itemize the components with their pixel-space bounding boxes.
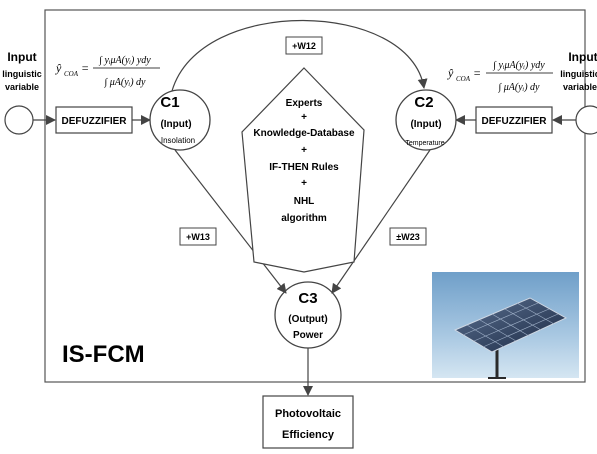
center-experts: Experts: [286, 98, 323, 109]
c2-role: (Input): [410, 119, 441, 130]
knowledge-hexagon: [241, 67, 365, 273]
right-coa-formula: ŷ COA = ∫ yᵢμA(yᵢ) ydy ∫ μA(yᵢ) dy: [447, 60, 553, 93]
c2-name: C2: [414, 94, 433, 111]
c1-name: C1: [160, 94, 179, 111]
output-line1: Photovoltaic: [275, 408, 341, 420]
main-frame: [44, 9, 586, 383]
output-line2: Efficiency: [282, 429, 335, 441]
solar-panel-photo: [432, 272, 579, 379]
edge-c1-c2: [171, 19, 428, 92]
svg-text:∫ μA(yᵢ) dy: ∫ μA(yᵢ) dy: [104, 77, 147, 88]
left-coa-formula: ŷ COA = ∫ yᵢμA(yᵢ) ydy ∫ μA(yᵢ) dy: [55, 55, 160, 88]
right-input-title: Input: [568, 50, 597, 64]
svg-text:COA: COA: [456, 75, 471, 83]
weight-box-w23: [389, 227, 427, 246]
center-plus-1: +: [301, 112, 307, 123]
svg-text:∫ yᵢμA(yᵢ) ydy: ∫ yᵢμA(yᵢ) ydy: [98, 55, 151, 66]
svg-text:∫ μA(yᵢ) dy: ∫ μA(yᵢ) dy: [498, 82, 541, 93]
left-input-line1: linguistic: [2, 69, 42, 79]
right-input-circle: [575, 105, 597, 135]
left-defuzzifier-box: [55, 106, 133, 134]
center-plus-2: +: [301, 145, 307, 156]
svg-text:ŷ: ŷ: [55, 61, 62, 75]
center-algorithm: algorithm: [281, 213, 327, 224]
center-knowledge-database: Knowledge-Database: [253, 128, 355, 139]
weight-box-w13: [179, 227, 217, 246]
svg-text:ŷ: ŷ: [447, 66, 454, 80]
svg-text:∫ yᵢμA(yᵢ) ydy: ∫ yᵢμA(yᵢ) ydy: [492, 60, 545, 71]
svg-text:=: =: [81, 61, 89, 75]
node-c1: [149, 89, 211, 151]
left-input-title: Input: [7, 50, 36, 64]
right-input-line1: linguistic: [560, 69, 597, 79]
diagram-title: IS-FCM: [62, 341, 145, 368]
left-defuzzifier-label: DEFUZZIFIER: [62, 116, 128, 127]
weight-w13: +W13: [186, 232, 210, 242]
c1-role: (Input): [160, 119, 191, 130]
node-c2: [395, 89, 457, 151]
center-nhl: NHL: [294, 196, 315, 207]
left-input-line2: variable: [5, 82, 39, 92]
right-defuzzifier-label: DEFUZZIFIER: [482, 116, 548, 127]
weight-w23: ±W23: [396, 232, 419, 242]
weight-box-w12: [285, 36, 323, 55]
left-input-circle: [4, 105, 34, 135]
edge-c1-c3: [174, 149, 287, 294]
c1-label: Insolation: [161, 136, 195, 145]
center-if-then-rules: IF-THEN Rules: [269, 162, 339, 173]
edge-c2-c3: [331, 149, 431, 294]
center-plus-3: +: [301, 178, 307, 189]
right-defuzzifier-box: [475, 106, 553, 134]
c3-role: (Output): [288, 314, 327, 325]
c3-name: C3: [298, 290, 317, 307]
c3-label: Power: [293, 330, 323, 341]
svg-text:=: =: [473, 66, 481, 80]
output-box: [262, 395, 354, 449]
right-input-line2: variable: [563, 82, 597, 92]
svg-text:COA: COA: [64, 70, 79, 78]
weight-w12: +W12: [292, 41, 316, 51]
c2-label: Temperature: [405, 140, 444, 147]
